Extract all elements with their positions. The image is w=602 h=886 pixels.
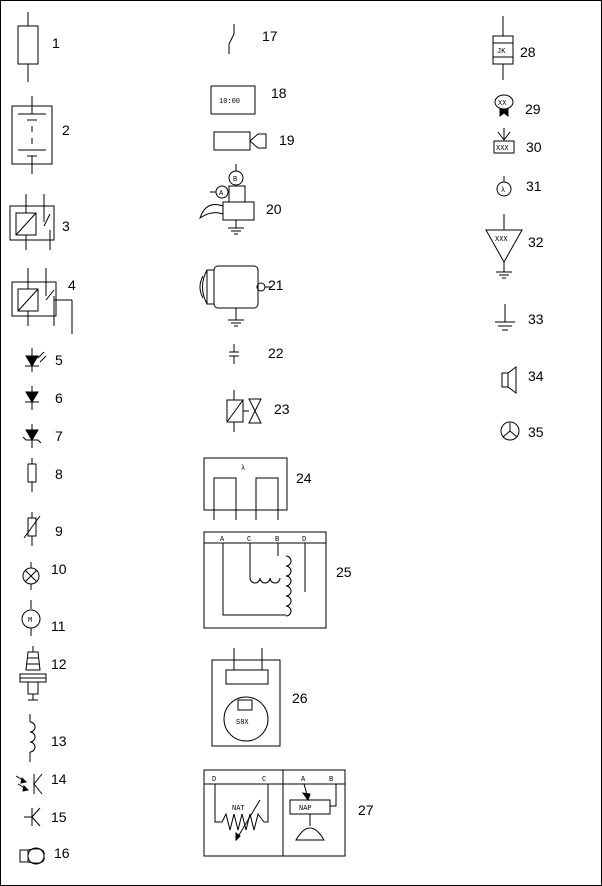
- box25-c: C: [247, 536, 251, 544]
- label-32: 32: [528, 234, 544, 250]
- clock-display-text: 10:00: [219, 98, 240, 106]
- label-25: 25: [336, 564, 352, 580]
- symbol-sensor-small: λ: [496, 176, 512, 197]
- symbol-gauge-unit: S8X: [211, 648, 281, 747]
- symbol-level-sensor-unit: D C A B NAT NAP: [203, 769, 346, 857]
- box27-nap: NAP: [299, 805, 312, 813]
- gauge-b-label: B: [233, 176, 237, 184]
- sym32-label: XXX: [495, 236, 508, 244]
- symbol-inductor: [29, 714, 36, 762]
- box27-c: C: [262, 776, 266, 784]
- label-15: 15: [51, 809, 67, 825]
- symbol-variable-resistor: [23, 512, 41, 546]
- symbol-phototransistor: [15, 773, 43, 795]
- label-27: 27: [358, 802, 374, 818]
- sym28-label: JK: [497, 48, 506, 56]
- label-35: 35: [528, 424, 544, 440]
- symbol-horn: [19, 847, 45, 865]
- symbol-alternator: [199, 265, 272, 327]
- symbol-spark-plug: [19, 646, 47, 701]
- symbol-star-sensor: [500, 421, 520, 441]
- symbol-fuse-block: JK: [492, 16, 514, 80]
- sym31-label: λ: [501, 187, 505, 195]
- symbol-solenoid-valve: [226, 390, 262, 432]
- label-17: 17: [262, 28, 278, 44]
- symbol-motor: M: [21, 600, 41, 636]
- label-3: 3: [62, 218, 70, 234]
- box25-d: D: [302, 536, 306, 544]
- symbol-transistor: [24, 807, 41, 827]
- label-16: 16: [54, 845, 70, 861]
- label-6: 6: [55, 390, 63, 406]
- symbol-sensor-input: XXX: [493, 128, 515, 154]
- label-18: 18: [271, 85, 287, 101]
- sym29-label: XX: [498, 100, 507, 108]
- label-12: 12: [51, 656, 67, 672]
- label-8: 8: [55, 466, 63, 482]
- symbol-gauge-sender: B A: [199, 164, 255, 235]
- box27-a: A: [301, 776, 306, 784]
- label-21: 21: [268, 277, 284, 293]
- symbol-switch: [228, 24, 235, 54]
- label-19: 19: [279, 132, 295, 148]
- symbol-capacitor: [229, 344, 239, 364]
- label-34: 34: [528, 368, 544, 384]
- label-31: 31: [526, 178, 542, 194]
- label-1: 1: [52, 35, 60, 51]
- label-23: 23: [274, 401, 290, 417]
- gauge-a-label: A: [219, 190, 224, 198]
- label-29: 29: [525, 101, 541, 117]
- symbol-funnel-sensor: XXX: [485, 214, 523, 279]
- label-4: 4: [68, 277, 76, 293]
- label-11: 11: [51, 618, 66, 634]
- label-28: 28: [520, 44, 536, 60]
- label-2: 2: [62, 122, 70, 138]
- label-7: 7: [55, 428, 63, 444]
- box27-nat: NAT: [232, 805, 245, 813]
- label-20: 20: [266, 201, 282, 217]
- symbol-led: [25, 348, 47, 372]
- symbol-fuse: [17, 12, 39, 82]
- label-9: 9: [55, 523, 63, 539]
- symbol-relay-box: λ: [203, 457, 288, 520]
- label-13: 13: [51, 733, 67, 749]
- symbol-clock: 10:00: [210, 85, 256, 115]
- symbol-relay: [9, 194, 55, 250]
- symbol-resistor: [27, 458, 37, 492]
- box25-b: B: [275, 536, 279, 544]
- symbol-sensor-bulb: XX: [494, 94, 514, 117]
- label-33: 33: [528, 311, 544, 327]
- symbol-ground: [495, 304, 515, 331]
- symbol-relay-changeover: [11, 268, 73, 334]
- symbol-speaker: [501, 366, 517, 394]
- symbol-coil-box: A C B D: [203, 531, 327, 629]
- label-10: 10: [51, 561, 67, 577]
- box26-label: S8X: [236, 719, 249, 727]
- label-14: 14: [51, 771, 67, 787]
- label-26: 26: [292, 690, 308, 706]
- label-5: 5: [55, 352, 63, 368]
- box25-a: A: [220, 536, 225, 544]
- box27-d: D: [212, 776, 216, 784]
- motor-m-label: M: [28, 617, 32, 625]
- box27-b: B: [329, 776, 333, 784]
- label-30: 30: [526, 139, 542, 155]
- label-22: 22: [268, 345, 284, 361]
- label-24: 24: [296, 470, 312, 486]
- symbol-diode: [25, 386, 39, 410]
- symbol-battery: [11, 96, 53, 174]
- relay24-label: λ: [241, 465, 245, 473]
- symbol-lamp: [22, 562, 40, 590]
- sym30-label: XXX: [496, 145, 509, 153]
- symbol-zener-diode: [22, 424, 42, 448]
- symbol-camera: [213, 131, 267, 151]
